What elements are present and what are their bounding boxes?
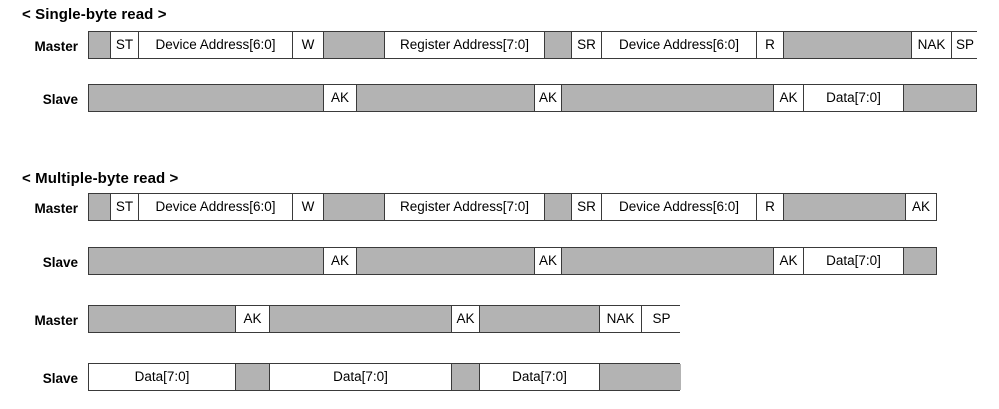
row-label-single-slave: Slave: [42, 92, 78, 107]
bus-cell-multi-master-1-device-address-6-0-8: Device Address[6:0]: [601, 194, 756, 220]
bus-cell-multi-master-1-w-3: W: [292, 194, 323, 220]
bus-cell-multi-master-2-sp-6: SP: [641, 306, 681, 332]
bus-cell-multi-master-2-ak-1: AK: [235, 306, 269, 332]
bus-cell-single-master-idle-0: [89, 32, 110, 58]
row-label-single-master: Master: [34, 39, 78, 54]
bus-cell-single-slave-idle-0: [89, 85, 323, 111]
bus-cell-multi-master-2-nak-5: NAK: [599, 306, 641, 332]
bus-cell-multi-slave-1-idle-0: [89, 248, 323, 274]
bus-cell-single-slave-ak-1: AK: [323, 85, 356, 111]
bus-cell-multi-master-1-register-address-7-0-5: Register Address[7:0]: [384, 194, 544, 220]
section-title-multiple-byte-read: < Multiple-byte read >: [22, 170, 179, 187]
bus-cell-multi-master-2-ak-3: AK: [451, 306, 479, 332]
bus-cell-single-master-nak-11: NAK: [911, 32, 951, 58]
bus-cell-multi-master-1-sr-7: SR: [571, 194, 601, 220]
bus-cell-single-master-st-1: ST: [110, 32, 138, 58]
bus-cell-single-slave-data-7-0-6: Data[7:0]: [803, 85, 903, 111]
bus-cell-single-master-w-3: W: [292, 32, 323, 58]
row-label-multi-master-1: Master: [34, 201, 78, 216]
bus-cell-single-master-device-address-6-0-2: Device Address[6:0]: [138, 32, 292, 58]
bus-cell-multi-slave-1-data-7-0-6: Data[7:0]: [803, 248, 903, 274]
bus-cell-single-slave-ak-5: AK: [773, 85, 803, 111]
bus-cell-single-master-idle-10: [783, 32, 911, 58]
bus-cell-multi-master-1-ak-11: AK: [905, 194, 936, 220]
bus-cell-multi-slave-2-data-7-0-0: Data[7:0]: [89, 364, 235, 390]
bus-cell-multi-slave-1-idle-4: [561, 248, 773, 274]
bus-cell-multi-slave-2-idle-5: [599, 364, 681, 390]
bus-cell-multi-slave-1-ak-1: AK: [323, 248, 356, 274]
row-label-multi-master-2: Master: [34, 313, 78, 328]
bus-row-multi-slave-2: Data[7:0] Data[7:0] Data[7:0]: [88, 363, 681, 391]
bus-cell-single-slave-idle-2: [356, 85, 534, 111]
bus-cell-multi-master-1-idle-6: [544, 194, 571, 220]
bus-cell-single-master-register-address-7-0-5: Register Address[7:0]: [384, 32, 544, 58]
bus-cell-single-master-idle-6: [544, 32, 571, 58]
bus-cell-multi-master-2-idle-2: [269, 306, 451, 332]
bus-cell-multi-slave-2-data-7-0-2: Data[7:0]: [269, 364, 451, 390]
bus-cell-multi-slave-2-data-7-0-4: Data[7:0]: [479, 364, 599, 390]
bus-cell-multi-master-2-idle-4: [479, 306, 599, 332]
bus-cell-single-slave-idle-7: [903, 85, 968, 111]
bus-cell-multi-slave-2-idle-3: [451, 364, 479, 390]
bus-cell-multi-master-1-st-1: ST: [110, 194, 138, 220]
bus-cell-multi-master-1-r-9: R: [756, 194, 783, 220]
bus-cell-single-master-device-address-6-0-8: Device Address[6:0]: [601, 32, 756, 58]
bus-cell-multi-master-1-idle-0: [89, 194, 110, 220]
bus-cell-multi-master-1-idle-4: [323, 194, 384, 220]
row-label-multi-slave-2: Slave: [42, 371, 78, 386]
bus-cell-single-master-idle-4: [323, 32, 384, 58]
bus-cell-single-master-sp-12: SP: [951, 32, 978, 58]
bus-cell-single-slave-ak-3: AK: [534, 85, 561, 111]
bus-cell-multi-master-2-idle-0: [89, 306, 235, 332]
bus-cell-single-slave-idle-4: [561, 85, 773, 111]
bus-cell-single-master-sr-7: SR: [571, 32, 601, 58]
bus-cell-multi-slave-1-ak-5: AK: [773, 248, 803, 274]
bus-cell-multi-slave-1-idle-2: [356, 248, 534, 274]
bus-cell-multi-slave-2-idle-1: [235, 364, 269, 390]
row-label-multi-slave-1: Slave: [42, 255, 78, 270]
bus-cell-multi-slave-1-ak-3: AK: [534, 248, 561, 274]
section-title-single-byte-read: < Single-byte read >: [22, 6, 167, 23]
bus-cell-single-master-r-9: R: [756, 32, 783, 58]
bus-cell-multi-slave-1-idle-7: [903, 248, 928, 274]
bus-cell-multi-master-1-device-address-6-0-2: Device Address[6:0]: [138, 194, 292, 220]
bus-cell-multi-master-1-idle-10: [783, 194, 905, 220]
